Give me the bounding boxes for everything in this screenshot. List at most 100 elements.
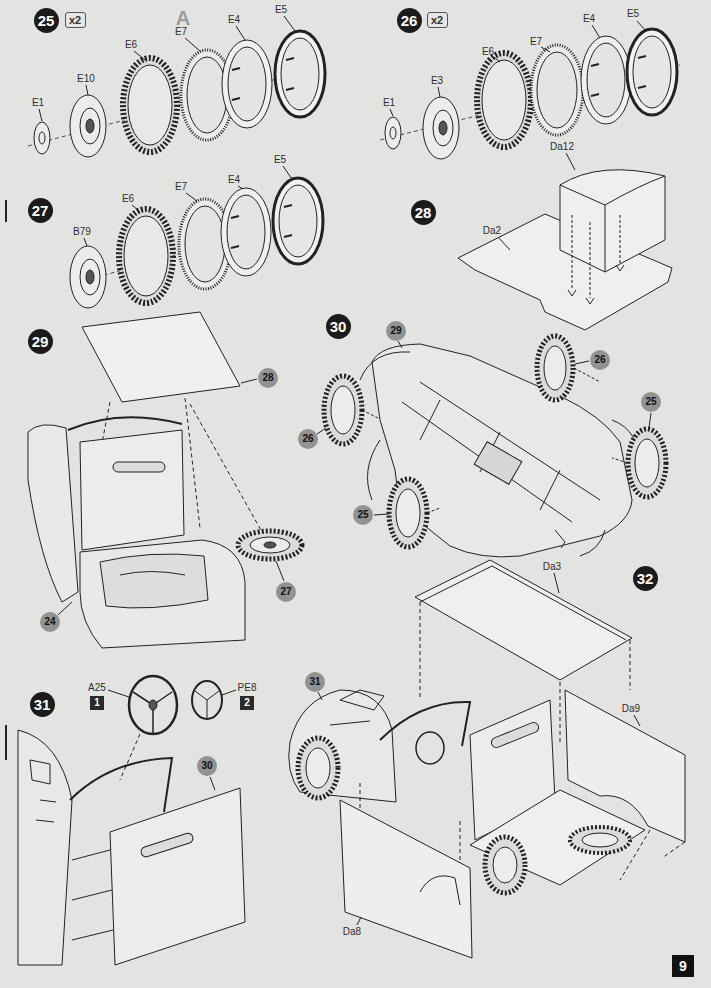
cab-parts bbox=[28, 312, 302, 648]
body-parts bbox=[298, 738, 338, 798]
body-parts bbox=[485, 837, 525, 893]
chassis bbox=[396, 489, 420, 537]
wheel-parts bbox=[86, 119, 94, 133]
callout-number: 29 bbox=[386, 321, 406, 341]
wheel-parts bbox=[482, 60, 526, 140]
wheel-parts bbox=[132, 205, 140, 212]
wheel-parts bbox=[70, 166, 325, 308]
wheel-parts bbox=[273, 178, 323, 264]
node-text: 32 bbox=[637, 571, 654, 586]
node-text: x2 bbox=[431, 15, 443, 26]
node-text: 28 bbox=[415, 205, 432, 220]
chassis bbox=[368, 440, 606, 556]
cab-parts bbox=[58, 602, 72, 615]
part-number: Da8 bbox=[343, 927, 361, 937]
part-number: E5 bbox=[274, 155, 286, 165]
margin-mark bbox=[5, 200, 7, 222]
variant-box: 2 bbox=[240, 696, 254, 710]
margin-mark bbox=[5, 725, 7, 760]
step-number: 32 bbox=[633, 566, 658, 591]
node-text: 25 bbox=[38, 13, 55, 28]
chassis bbox=[402, 382, 600, 522]
chassis bbox=[362, 368, 628, 513]
wheel-parts bbox=[124, 216, 168, 296]
body-parts bbox=[490, 721, 540, 749]
wheel-parts bbox=[187, 57, 227, 133]
step-number: 30 bbox=[326, 314, 351, 339]
chassis bbox=[331, 386, 355, 434]
wheel-parts bbox=[80, 108, 100, 144]
chassis bbox=[374, 514, 389, 515]
part-number: E10 bbox=[77, 74, 95, 84]
wheel-parts bbox=[70, 246, 106, 308]
wheel-parts bbox=[119, 209, 173, 303]
node-text: 27 bbox=[32, 203, 49, 218]
body-parts bbox=[634, 715, 640, 726]
cab-parts bbox=[264, 542, 276, 548]
margin-mark bbox=[5, 200, 7, 760]
cab-parts bbox=[250, 537, 290, 553]
wheel-parts bbox=[433, 110, 453, 146]
callout-number: 26 bbox=[298, 429, 318, 449]
part-number: Da12 bbox=[550, 142, 574, 152]
body-parts bbox=[415, 560, 632, 680]
body-parts bbox=[570, 827, 630, 853]
wheel-parts bbox=[627, 29, 677, 115]
part-number: E4 bbox=[228, 15, 240, 25]
wheel-parts bbox=[86, 270, 94, 284]
step-number: 29 bbox=[28, 329, 53, 354]
wheel-parts bbox=[637, 21, 646, 31]
part-number: Da3 bbox=[543, 562, 561, 572]
step-number: 26 bbox=[397, 8, 422, 33]
wheel-parts bbox=[123, 58, 177, 152]
wheel-parts bbox=[34, 122, 50, 154]
node-text: 28 bbox=[262, 373, 273, 383]
part-number: E5 bbox=[627, 9, 639, 19]
callout-number: 28 bbox=[258, 368, 278, 388]
wheel-parts bbox=[581, 36, 631, 124]
node-text: 29 bbox=[32, 334, 49, 349]
floor-parts bbox=[498, 237, 510, 250]
steering-parts bbox=[72, 850, 113, 940]
chassis bbox=[544, 346, 566, 390]
cab-parts bbox=[82, 312, 240, 402]
steering-parts bbox=[30, 760, 56, 822]
chassis bbox=[317, 336, 666, 557]
steering-parts bbox=[18, 730, 72, 965]
body-parts bbox=[554, 573, 559, 593]
chassis bbox=[575, 361, 589, 364]
chassis bbox=[317, 428, 326, 434]
part-number: E3 bbox=[431, 76, 443, 86]
body-parts bbox=[416, 732, 444, 764]
wheel-parts bbox=[541, 47, 550, 52]
node-text: 31 bbox=[34, 697, 51, 712]
steering-parts bbox=[222, 690, 236, 695]
chassis bbox=[398, 341, 402, 348]
wheel-parts bbox=[281, 38, 319, 110]
floor-parts bbox=[566, 153, 575, 170]
step-number: 25 bbox=[34, 8, 59, 33]
wheel-parts bbox=[438, 87, 440, 97]
wheel-parts bbox=[477, 53, 531, 147]
wheel-parts bbox=[385, 117, 401, 149]
body-parts bbox=[318, 692, 322, 700]
chassis bbox=[474, 442, 522, 485]
part-number: E7 bbox=[530, 37, 542, 47]
part-number: E1 bbox=[383, 98, 395, 108]
wheel-parts bbox=[587, 43, 625, 117]
wheel-parts bbox=[390, 109, 393, 116]
wheel-parts bbox=[221, 188, 271, 276]
cab-parts bbox=[68, 417, 182, 430]
steering-parts bbox=[120, 734, 140, 780]
part-number: E7 bbox=[175, 182, 187, 192]
floor-parts bbox=[458, 153, 672, 330]
step-number: 27 bbox=[28, 198, 53, 223]
steering-parts bbox=[140, 832, 194, 858]
wheel-parts bbox=[128, 65, 172, 145]
node-text: x2 bbox=[69, 15, 81, 26]
node-text: 25 bbox=[645, 397, 656, 407]
chassis bbox=[537, 336, 573, 400]
wheel-parts bbox=[134, 51, 145, 60]
callout-number: 26 bbox=[590, 350, 610, 370]
part-number: E1 bbox=[32, 98, 44, 108]
